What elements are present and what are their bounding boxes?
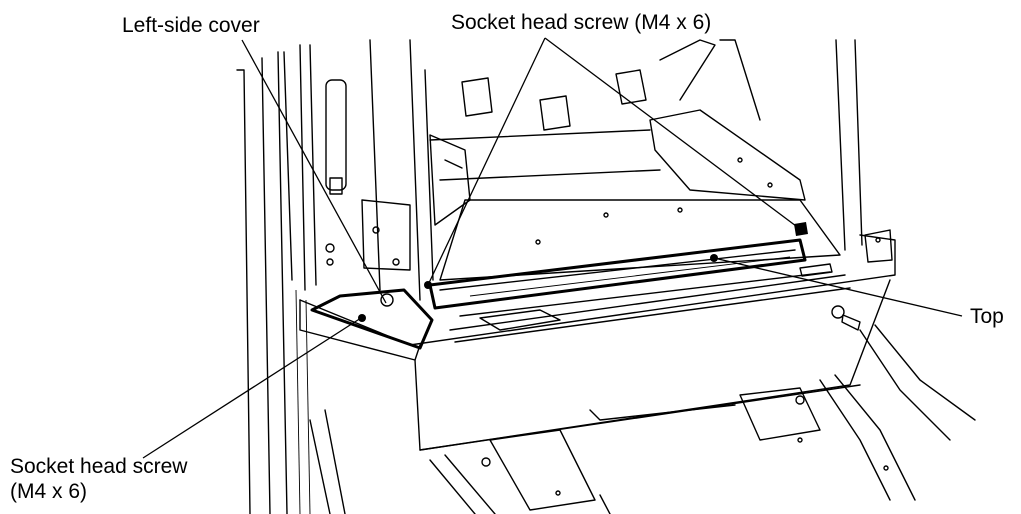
left-side-cover [310, 288, 434, 350]
screw-marker-bottom [358, 314, 366, 322]
screw-marker-top-left [424, 281, 432, 289]
leader-lines [142, 37, 963, 459]
leader-top [713, 257, 963, 317]
leader-socket-top-left [427, 37, 546, 286]
tray-floor [439, 199, 841, 281]
rubber-stops [461, 69, 647, 131]
label-socket-head-screw-bottom-line1: Socket head screw [10, 455, 188, 478]
bottom-rails [309, 324, 976, 514]
leader-left-side-cover [241, 39, 387, 304]
top-marker [710, 254, 718, 262]
key-lock-icon [831, 305, 861, 331]
label-socket-head-screw-top: Socket head screw (M4 x 6) [451, 11, 712, 34]
label-left-side-cover: Left-side cover [122, 14, 260, 37]
callout-dots [358, 222, 808, 322]
screw-marker-top-right [794, 222, 808, 236]
label-top: Top [970, 305, 1004, 328]
left-cabinet-panel [236, 44, 317, 514]
right-duct [649, 109, 806, 201]
vertical-cylinder [325, 79, 347, 195]
leader-socket-bottom [142, 317, 362, 459]
lower-tray [449, 263, 851, 343]
upper-frame [429, 39, 863, 251]
label-socket-head-screw-bottom-line2: (M4 x 6) [10, 480, 88, 503]
leader-socket-top-right [544, 37, 801, 230]
left-inner-frame [325, 39, 434, 301]
